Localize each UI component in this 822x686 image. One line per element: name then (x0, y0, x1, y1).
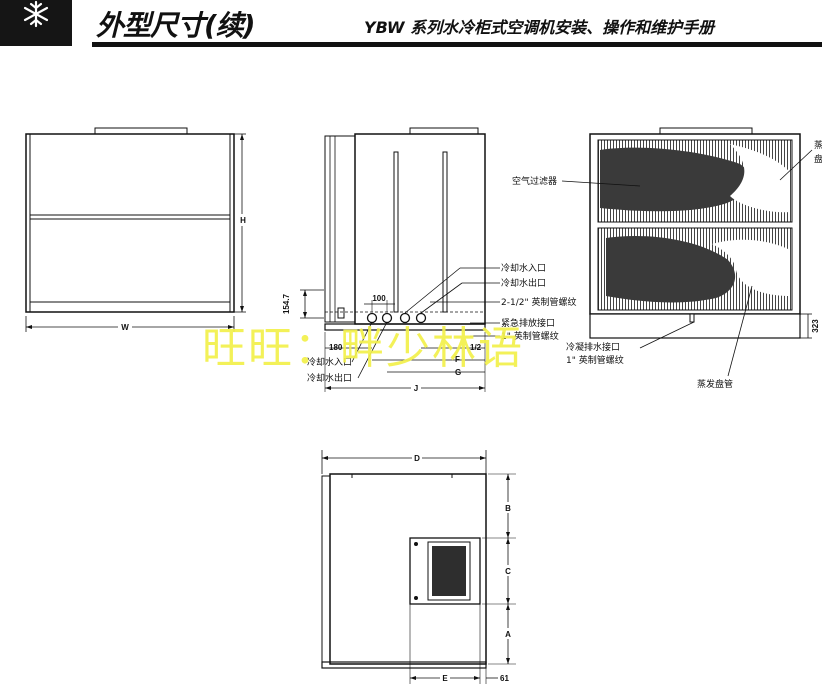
dim-100-label: 100 (372, 294, 386, 303)
dim-j-label: J (414, 384, 418, 393)
dim-323-label: 323 (811, 319, 820, 333)
dim-154-7-label: 154.7 (282, 293, 291, 314)
dim-d-label: D (414, 454, 420, 463)
dim-b-label: B (505, 504, 511, 513)
air-filter-label: 空气过滤器 (512, 175, 557, 187)
callout-emergency-drain: 紧急排放接口 (501, 317, 555, 329)
dim-half-label: 1/2 (470, 343, 482, 352)
callout-water-inlet: 冷却水入口 (501, 262, 546, 274)
callout-thread-1: 1" 英制管螺纹 (501, 330, 559, 342)
callout-water-outlet: 冷却水出口 (501, 277, 546, 289)
dim-e-label: E (442, 674, 448, 683)
condensate-drain-label: 冷凝排水接口 (566, 341, 620, 353)
callout-thread-2-1-2: 2-1/2" 英制管螺纹 (501, 296, 576, 308)
dim-61-label: 61 (500, 674, 509, 683)
callout-left-water-outlet: 冷却水出口 (307, 372, 352, 384)
back-top-label-2: 盘 (814, 153, 822, 165)
dim-180-label: 180 (329, 343, 343, 352)
back-view (561, 127, 813, 377)
evaporator-coil-label: 蒸发盘管 (697, 378, 733, 390)
dim-f-label: F (455, 355, 460, 364)
manual-title: YBW 系列水冷柜式空调机安装、操作和维护手册 (364, 18, 715, 37)
dim-h-label: H (240, 216, 246, 225)
dim-w-label: W (121, 323, 129, 332)
snowflake-logo-icon (0, 0, 72, 46)
callout-left-water-inlet: 冷却水入口 (307, 356, 352, 368)
page-header: 外型尺寸(续) YBW 系列水冷柜式空调机安装、操作和维护手册 (0, 0, 822, 48)
dim-a-label: A (505, 630, 511, 639)
condensate-thread-label: 1" 英制管螺纹 (566, 354, 624, 366)
dim-c-label: C (505, 567, 511, 576)
header-rule (92, 42, 822, 47)
dim-g-label: G (455, 368, 461, 377)
section-title: 外型尺寸(续) (96, 9, 256, 42)
front-view (25, 127, 246, 332)
side-view (300, 127, 500, 392)
watermark-text: 旺旺：畔少林语 (202, 323, 524, 374)
back-top-label-1: 蒸 (814, 139, 822, 151)
top-view (321, 450, 516, 684)
